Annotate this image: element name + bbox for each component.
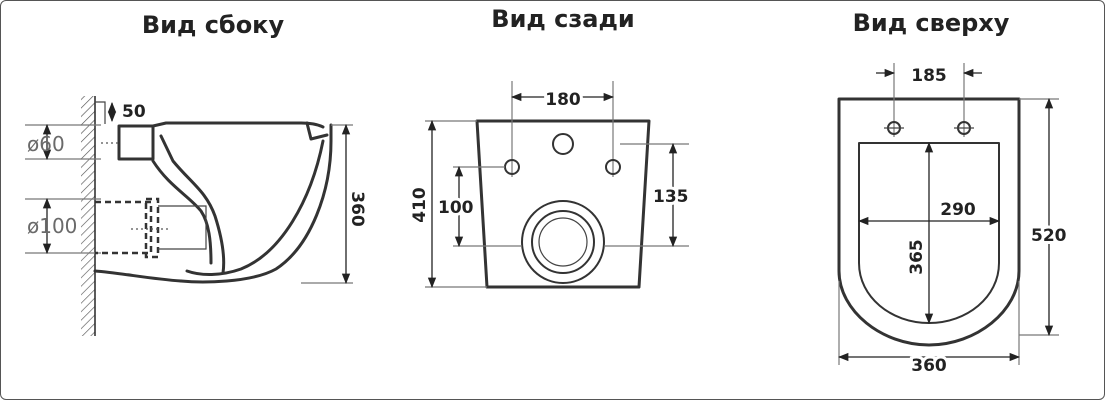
bolt-hole-top-right bbox=[954, 121, 974, 135]
dim-top-bowl-length: 365 bbox=[907, 239, 927, 275]
dim-top-bowl-width: 290 bbox=[940, 200, 976, 220]
gap-bracket bbox=[95, 101, 106, 124]
outlet-pipe bbox=[95, 200, 153, 255]
dim-back-right-offset: 135 bbox=[653, 187, 689, 207]
top-outer-outline bbox=[837, 97, 1021, 347]
dim-back-bolt-spacing: 180 bbox=[545, 90, 581, 110]
outlet-collar bbox=[144, 197, 160, 259]
back-body bbox=[475, 119, 651, 289]
bowl-rim bbox=[305, 121, 329, 141]
water-inlet-hole bbox=[552, 133, 574, 155]
outlet-ring-middle bbox=[531, 210, 595, 274]
bolt-hole-top-left bbox=[884, 121, 904, 135]
bowl-outline bbox=[151, 121, 333, 284]
dim-top-bolt-spacing: 185 bbox=[911, 66, 947, 86]
wall-hatching bbox=[81, 96, 95, 336]
dim-gap: 50 bbox=[122, 102, 146, 122]
dim-back-left-offset: 100 bbox=[438, 198, 474, 218]
bowl-base bbox=[93, 269, 183, 283]
outlet-ring-inner bbox=[538, 217, 588, 267]
back-view-title: Вид сзади bbox=[491, 5, 634, 33]
trap-front bbox=[159, 134, 226, 275]
dim-back-height: 410 bbox=[410, 187, 430, 223]
side-view-title: Вид сбоку bbox=[142, 11, 285, 39]
bowl-inner-wall bbox=[185, 139, 325, 276]
dim-top-total-length: 520 bbox=[1031, 226, 1067, 246]
top-view: Вид сверху 185 290 365 520 bbox=[837, 9, 1070, 379]
bolt-hole-right bbox=[605, 159, 621, 175]
inlet-connector bbox=[117, 124, 155, 161]
trap-inner bbox=[151, 159, 213, 265]
side-view: Вид сбоку 50 ø60 ø100 bbox=[25, 11, 367, 336]
dim-small-pipe: ø60 bbox=[27, 132, 65, 156]
outlet-ring-outer bbox=[521, 200, 605, 284]
outlet-socket bbox=[158, 205, 207, 250]
dim-side-height: 360 bbox=[347, 191, 367, 227]
back-view: Вид сзади 180 410 100 135 bbox=[410, 5, 692, 289]
top-view-title: Вид сверху bbox=[853, 9, 1010, 37]
dim-top-total-width: 360 bbox=[911, 356, 947, 376]
dim-large-pipe: ø100 bbox=[27, 214, 77, 238]
